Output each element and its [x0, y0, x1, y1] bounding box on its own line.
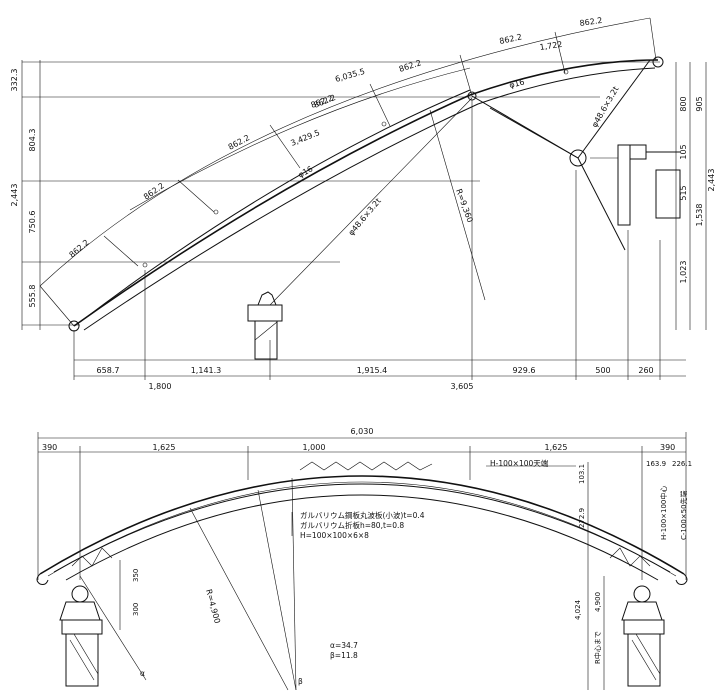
right-dim-515: 515	[679, 185, 688, 200]
left-height-total: 2,443	[10, 184, 19, 207]
left-height-2: 804.3	[28, 129, 37, 152]
label-c-end: C-100×50先端	[679, 490, 688, 540]
lower-span-4: 1,625	[545, 443, 568, 452]
bottom-dim-500: 500	[595, 366, 610, 375]
bottom-dim-658: 658.7	[97, 366, 120, 375]
arc-dim-7: 862.2	[499, 32, 523, 46]
dim-4900: 4,900	[594, 592, 602, 612]
note-roof-sheet: ガルバリウム鋼板丸波板(小波)t=0.4	[300, 510, 425, 520]
beta-symbol: β	[298, 677, 303, 686]
dim-272: 272.9	[578, 508, 586, 528]
alpha-symbol: α	[140, 669, 145, 678]
bottom-dim-260: 260	[638, 366, 653, 375]
arc-dim-5: 862.2	[398, 58, 423, 74]
bottom-dim-1915: 1,915.4	[357, 366, 388, 375]
bottom-dim-3605: 3,605	[451, 382, 474, 391]
right-top-2: 226.1	[672, 460, 692, 468]
note-h-beam: H=100×100×6×8	[300, 531, 369, 540]
arc-dim-inner: 862.2	[310, 94, 335, 110]
left-height-1: 332.3	[10, 69, 19, 92]
lower-elevation: 6,030 390 1,625 1,000 1,625 390 R=4,900 …	[36, 427, 692, 691]
lower-radius: R=4,900	[204, 588, 222, 624]
dim-103: 103.1	[578, 464, 586, 484]
segment-1722: 1,722	[539, 40, 563, 52]
lower-span-5: 390	[660, 443, 675, 452]
right-dim-1538: 1,538	[695, 204, 704, 227]
bottom-dim-929: 929.6	[513, 366, 536, 375]
pipe-label-1: φ48.6×3.2t	[347, 197, 383, 238]
label-r-center: R中心まで	[593, 631, 602, 664]
right-dim-105: 105	[679, 144, 688, 159]
right-dim-2443: 2,443	[707, 169, 716, 192]
dim-4024: 4,024	[574, 599, 582, 620]
label-beam-end: H-100×100天端	[490, 458, 549, 468]
rod-2: φ16	[508, 77, 525, 89]
upper-elevation: 332.3 804.3 750.6 555.8 2,443 862.2 862.…	[10, 16, 716, 391]
bottom-dim-1800: 1,800	[149, 382, 172, 391]
left-height-4: 555.8	[28, 285, 37, 308]
note-folded-plate: ガルバリウム折板h=80,t=0.8	[300, 520, 404, 530]
arc-dim-1: 862.2	[68, 238, 91, 260]
left-dim-350: 350	[132, 569, 140, 582]
arc-dim-6: 862.2	[579, 16, 603, 28]
right-dim-800: 800	[679, 96, 688, 111]
chord-mid: 3,429.5	[289, 128, 321, 148]
angle-alpha: α=34.7	[330, 641, 358, 650]
lower-span-2: 1,625	[153, 443, 176, 452]
bottom-dim-1141: 1,141.3	[191, 366, 222, 375]
lower-span-1: 390	[42, 443, 57, 452]
right-dim-1023: 1,023	[679, 261, 688, 284]
left-dim-300: 300	[132, 603, 140, 616]
label-h-center: H-100×100中心	[659, 486, 668, 540]
lower-span-3: 1,000	[303, 443, 326, 452]
right-top-1: 163.9	[646, 460, 666, 468]
lower-total: 6,030	[351, 427, 374, 436]
left-height-3: 750.6	[28, 211, 37, 234]
chord-long: 6,035.5	[334, 67, 366, 84]
right-dim-905: 905	[695, 96, 704, 111]
radius-upper: R=9,360	[454, 188, 474, 224]
angle-beta: β=11.8	[330, 651, 358, 660]
